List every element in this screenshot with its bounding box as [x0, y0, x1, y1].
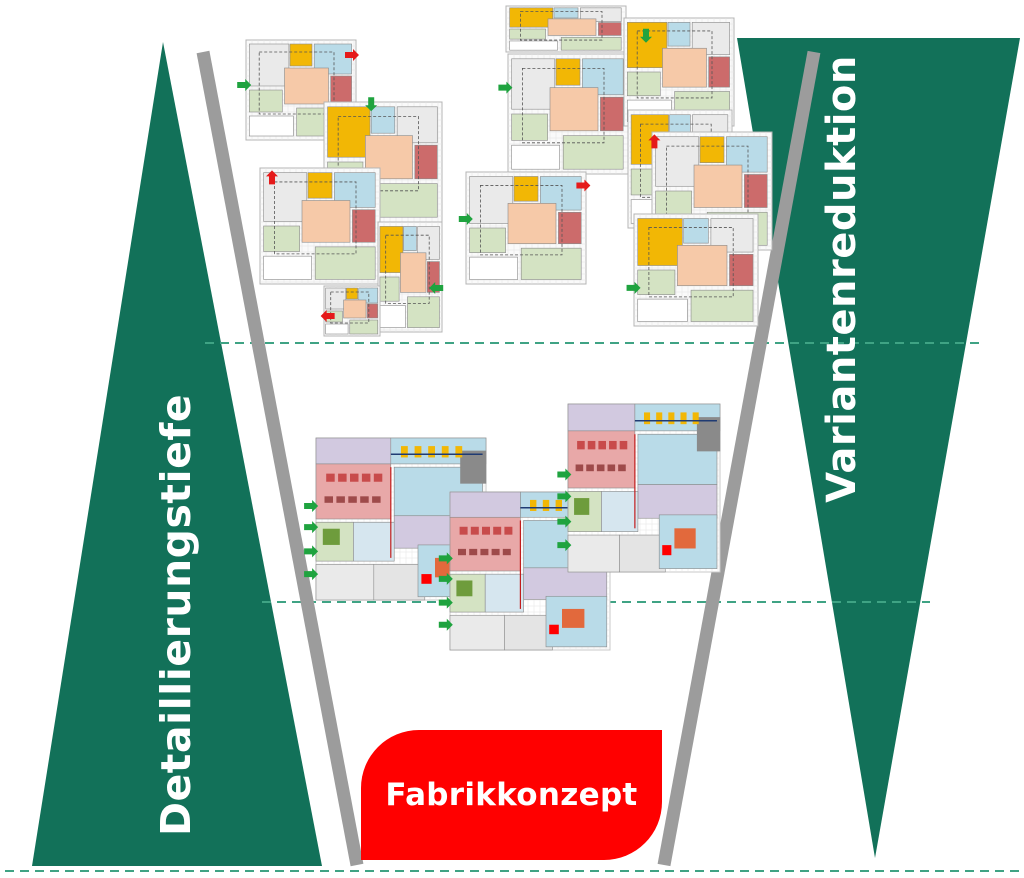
- variant-layout-1-a: [237, 39, 359, 141]
- variant-layout-2-b: [498, 53, 629, 175]
- variant-layout-1-d: [377, 221, 444, 333]
- factory-concept-box: Fabrikkonzept: [361, 730, 662, 860]
- detail-depth-triangle: [32, 42, 322, 866]
- variant-layout-2-d: [458, 171, 591, 285]
- detailed-layout-3: [557, 403, 721, 573]
- detail-depth-label: Detaillierungstiefe: [152, 393, 200, 837]
- factory-concept-label: Fabrikkonzept: [385, 777, 638, 813]
- layout-variants: [237, 5, 773, 651]
- variant-reduction-label: Variantenreduktion: [819, 55, 865, 503]
- variant-layout-2-a: [505, 5, 627, 53]
- variant-reduction-triangle: [737, 38, 1020, 858]
- variant-layout-1-c: [259, 167, 381, 285]
- funnel-wall-left: [196, 50, 364, 867]
- variant-layout-2-c: [623, 17, 735, 127]
- variant-layout-3-c: [626, 213, 759, 327]
- variant-layout-1-e: [320, 285, 381, 337]
- funnel-wall-right: [657, 50, 821, 867]
